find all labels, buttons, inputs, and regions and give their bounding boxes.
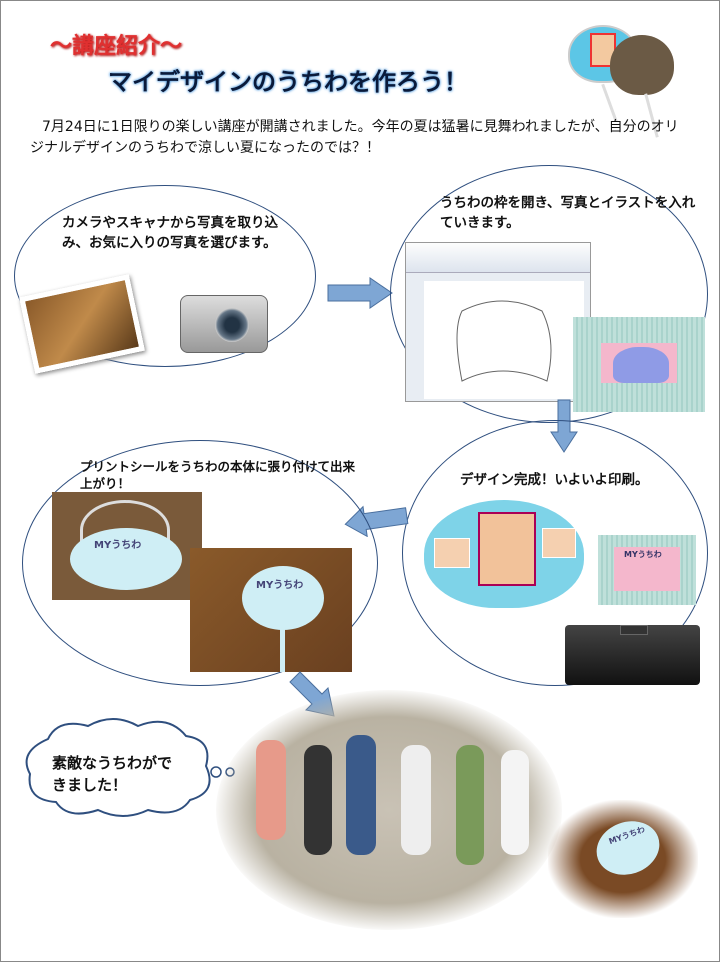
- finished-uchiwa-photo: MYうちわ: [548, 800, 698, 918]
- my-uchiwa-label: MYうちわ: [256, 580, 304, 591]
- intro-paragraph: 7月24日に1日限りの楽しい講座が開講されました。今年の夏は猛暑に見舞われました…: [30, 119, 679, 156]
- printed-sheet-image: MYうちわ: [598, 535, 696, 605]
- my-uchiwa-label: MYうちわ: [94, 540, 142, 551]
- camera-image: [180, 295, 268, 353]
- finished-uchiwa-image: [424, 500, 584, 608]
- step3-bubble: [402, 420, 708, 686]
- step4-bubble: [22, 440, 378, 686]
- header-uchiwa-image: [568, 25, 688, 145]
- elephant-design-image: [573, 317, 705, 412]
- sticker-photo-1: MYうちわ: [52, 492, 202, 600]
- group-photo: [216, 690, 562, 930]
- word-screenshot: [405, 242, 591, 402]
- my-uchiwa-label: MYうちわ: [624, 550, 662, 559]
- speech-cloud: [25, 718, 235, 817]
- step1-bubble: [14, 185, 316, 367]
- printer-image: [565, 625, 700, 685]
- sticker-photo-2: MYうちわ: [190, 548, 352, 672]
- step1-text: カメラやスキャナから写真を取り込み、お気に入りの写真を選びます。: [62, 215, 278, 251]
- step3-text: デザイン完成！いよいよ印刷。: [460, 472, 649, 488]
- cloud-text: 素敵なうちわができました！: [52, 754, 173, 794]
- main-title: マイデザインのうちわを作ろう！: [108, 68, 468, 96]
- step2-text: うちわの枠を開き、写真とイラストを入れていきます。: [440, 195, 696, 231]
- section-title: ～講座紹介～: [50, 34, 183, 59]
- step4-text: プリントシールをうちわの本体に張り付けて出来上がり！: [80, 459, 356, 491]
- arrow-right: [327, 277, 393, 309]
